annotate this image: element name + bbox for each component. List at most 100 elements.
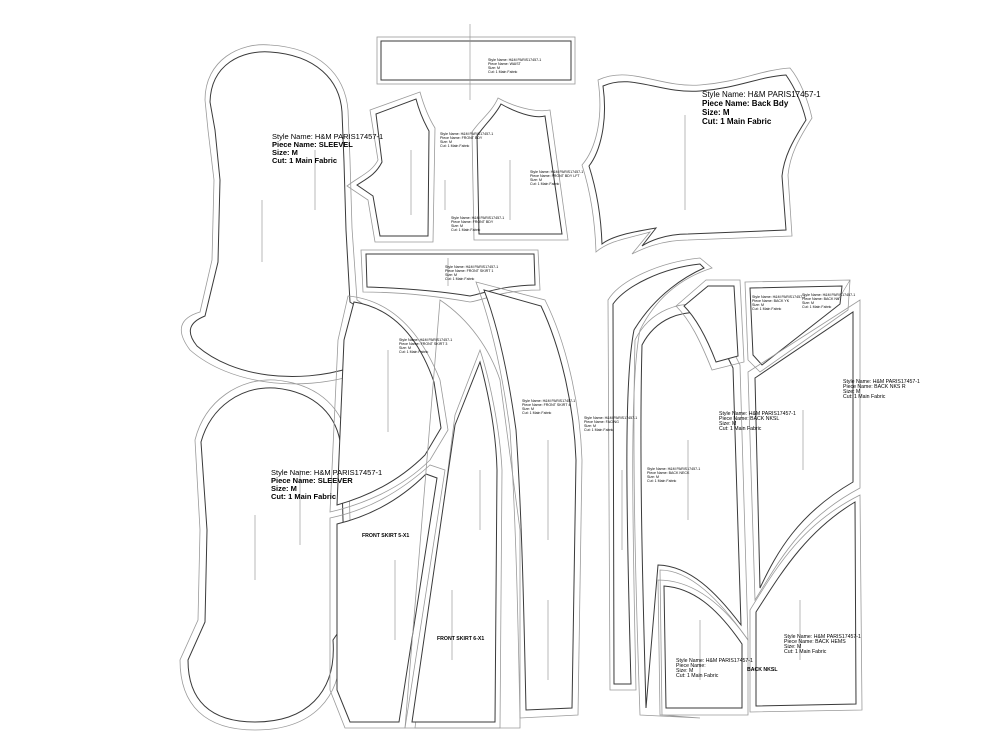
label-cut: Cut: 1 Main Fabric	[843, 394, 886, 400]
label-piece: Piece Name: FRONT SKIRT 1	[445, 269, 493, 273]
label-style: Style Name: H&M PARIS17457-1	[272, 132, 383, 141]
label-cut: Cut: 1 Main Fabric	[584, 428, 614, 432]
label-style: Style Name: H&M PARIS17457-1	[784, 634, 861, 640]
label-piece: Piece Name: FRONT BDY	[451, 220, 494, 224]
label-style: Style Name: H&M PARIS17457-1	[802, 293, 855, 297]
label-style: Style Name: H&M PARIS17457-1	[647, 467, 700, 471]
label-piece: Piece Name: WAIST	[488, 62, 522, 66]
label-back-hems: Style Name: H&M PARIS17457-1 Piece Name:…	[784, 634, 861, 655]
label-cut: Cut: 1 Main Fabric	[752, 307, 782, 311]
label-size: Size: M	[451, 224, 463, 228]
label-size: Size: M	[272, 148, 298, 157]
label-style: Style Name: H&M PARIS17457-1	[445, 265, 498, 269]
label-style: Style Name: H&M PARIS17457-1	[843, 379, 920, 385]
label-size: Size: M	[530, 178, 542, 182]
facing-strip-piece	[607, 257, 713, 691]
label-cut: Cut: 1 Main Fabric	[399, 350, 429, 354]
label-cut: Cut: 1 Main Fabric	[676, 673, 719, 679]
label-piece: Piece Name:	[676, 663, 706, 669]
label-size: Size: M	[399, 346, 411, 350]
label-size: Size: M	[843, 389, 860, 395]
label-back-nkl: Style Name: H&M PARIS17457-1 Piece Name:…	[719, 411, 796, 432]
label-cut: Cut: 1 Main Fabric	[802, 305, 832, 309]
front-skirt-6-label: FRONT SKIRT 6-X1	[437, 636, 484, 642]
label-front-bdy-right: Style Name: H&M PARIS17457-1 Piece Name:…	[530, 170, 583, 186]
label-size: Size: M	[752, 303, 764, 307]
label-front-skirt-3: Style Name: H&M PARIS17457-1 Piece Name:…	[399, 338, 452, 354]
label-size: Size: M	[676, 668, 693, 674]
label-style: Style Name: H&M PARIS17457-1	[440, 132, 493, 136]
label-piece: Piece Name: BACK NECK	[647, 471, 690, 475]
label-style: Style Name: H&M PARIS17457-1	[702, 90, 821, 99]
label-piece: Piece Name: FRONT SKIRT 4	[522, 403, 570, 407]
label-piece: Piece Name: FRONT SKIRT 3	[399, 342, 447, 346]
label-piece: Piece Name: Back Bdy	[702, 99, 789, 108]
label-back-neck-strip: Style Name: H&M PARIS17457-1 Piece Name:…	[647, 467, 700, 483]
label-cut: Cut: 1 Main Fabric	[451, 228, 481, 232]
label-sleever: Style Name: H&M PARIS17457-1 Piece Name:…	[271, 468, 382, 501]
label-sleevel: Style Name: H&M PARIS17457-1 Piece Name:…	[272, 132, 383, 165]
label-size: Size: M	[802, 301, 814, 305]
label-piece: Piece Name: BACK HEMS	[784, 639, 846, 645]
label-piece: Piece Name: BACK NKSL	[719, 416, 779, 422]
label-back-bdy: Style Name: H&M PARIS17457-1 Piece Name:…	[702, 90, 821, 126]
label-back-nk-r-small: Style Name: H&M PARIS17457-1 Piece Name:…	[802, 293, 855, 309]
label-style: Style Name: H&M PARIS17457-1	[399, 338, 452, 342]
label-style: Style Name: H&M PARIS17457-1	[752, 295, 805, 299]
front-skirt-5-label: FRONT SKIRT 5-X1	[362, 533, 409, 539]
label-front-skirt-4: Style Name: H&M PARIS17457-1 Piece Name:…	[522, 399, 575, 415]
label-front-skirt-1: Style Name: H&M PARIS17457-1 Piece Name:…	[445, 265, 498, 281]
label-style: Style Name: H&M PARIS17457-1	[530, 170, 583, 174]
label-cut: Cut: 1 Main Fabric	[271, 492, 336, 501]
label-front-bdy-left: Style Name: H&M PARIS17457-1 Piece Name:…	[440, 132, 493, 148]
front-skirt-1-piece	[360, 249, 541, 303]
label-size: Size: M	[445, 273, 457, 277]
back-skirt-pieces	[633, 279, 863, 719]
sleever-piece	[179, 379, 356, 731]
label-cut: Cut: 1 Main Fabric	[784, 649, 827, 655]
label-piece: Piece Name: BACK YK	[752, 299, 790, 303]
label-size: Size: M	[784, 644, 801, 650]
label-piece: Piece Name: SLEEVEL	[272, 140, 353, 149]
label-cut: Cut: 1 Main Fabric	[272, 156, 337, 165]
label-size: Size: M	[271, 484, 297, 493]
label-style: Style Name: H&M PARIS17457-1	[522, 399, 575, 403]
front-skirt-6-piece	[404, 299, 521, 729]
label-piece: Piece Name: FACING	[584, 420, 619, 424]
label-band: Style Name: H&M PARIS17457-1 Piece Name:…	[488, 58, 541, 74]
label-style: Style Name: H&M PARIS17457-1	[584, 416, 637, 420]
label-size: Size: M	[584, 424, 596, 428]
label-size: Size: M	[522, 407, 534, 411]
label-cut: Cut: 1 Main Fabric	[719, 426, 762, 432]
label-piece: Piece Name: SLEEVER	[271, 476, 353, 485]
back-nksl-label: BACK NKSL	[747, 667, 778, 673]
label-piece: Piece Name: FRONT BDY LFT	[530, 174, 580, 178]
label-style: Style Name: H&M PARIS17457-1	[271, 468, 382, 477]
label-cut: Cut: 1 Main Fabric	[488, 70, 518, 74]
label-piece: Piece Name: BACK NKS R	[843, 384, 906, 390]
label-back-nks-r: Style Name: H&M PARIS17457-1 Piece Name:…	[843, 379, 920, 400]
label-piece: Piece Name: FRONT BDY	[440, 136, 483, 140]
label-size: Size: M	[488, 66, 500, 70]
label-style: Style Name: H&M PARIS17457-1	[676, 658, 753, 664]
label-facing-strip: Style Name: H&M PARIS17457-1 Piece Name:…	[584, 416, 637, 432]
label-cut: Cut: 1 Main Fabric	[702, 117, 772, 126]
label-style: Style Name: H&M PARIS17457-1	[451, 216, 504, 220]
label-cut: Cut: 1 Main Fabric	[445, 277, 475, 281]
label-back-skirt-l: Style Name: H&M PARIS17457-1 Piece Name:…	[676, 658, 753, 679]
label-cut: Cut: 1 Main Fabric	[530, 182, 560, 186]
label-size: Size: M	[647, 475, 659, 479]
label-size: Size: M	[702, 108, 730, 117]
label-front-bdy-mid: Style Name: H&M PARIS17457-1 Piece Name:…	[451, 216, 504, 232]
label-cut: Cut: 1 Main Fabric	[522, 411, 552, 415]
label-cut: Cut: 1 Main Fabric	[440, 144, 470, 148]
label-piece: Piece Name: BACK NK	[802, 297, 840, 301]
waistband-piece	[376, 24, 576, 100]
front-skirt-5-piece	[329, 295, 449, 729]
label-cut: Cut: 1 Main Fabric	[647, 479, 677, 483]
label-back-yk: Style Name: H&M PARIS17457-1 Piece Name:…	[752, 295, 805, 311]
label-style: Style Name: H&M PARIS17457-1	[488, 58, 541, 62]
front-bodice-pieces	[346, 91, 569, 243]
label-style: Style Name: H&M PARIS17457-1	[719, 411, 796, 417]
